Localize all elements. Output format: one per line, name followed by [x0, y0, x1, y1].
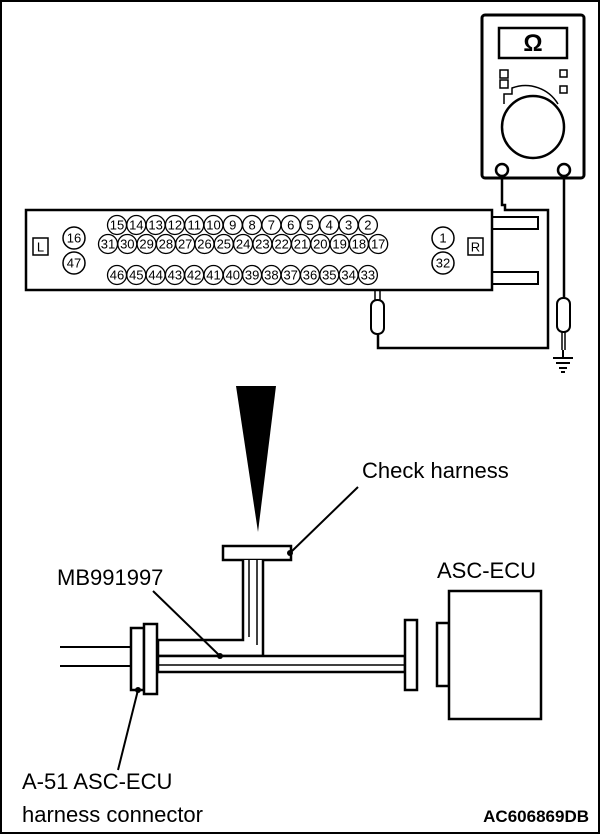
connector-tab-lower [492, 271, 539, 285]
pin-43: 43 [168, 268, 182, 283]
pin-17: 17 [371, 237, 385, 252]
multimeter-display [497, 26, 569, 60]
label-harness-line2: harness connector [22, 802, 203, 827]
check-harness-plate [221, 544, 293, 562]
adapter-main-harness [156, 654, 407, 674]
label-asc-ecu: ASC-ECU [437, 558, 536, 583]
pin-10: 10 [206, 218, 220, 233]
pin-46: 46 [110, 268, 124, 283]
pin-22: 22 [274, 237, 288, 252]
pin-24: 24 [236, 237, 250, 252]
vehicle-harness-wires [60, 646, 131, 667]
ohm-symbol: Ω [523, 30, 542, 57]
pin-38: 38 [264, 268, 278, 283]
pin-11: 11 [187, 218, 201, 233]
pin-19: 19 [332, 237, 346, 252]
pin-44: 44 [148, 268, 162, 283]
pin-1: 1 [439, 231, 446, 246]
multimeter: Ω [480, 13, 586, 180]
leader-lines [117, 486, 359, 771]
leader-harness-connector [117, 689, 139, 771]
pin-socket [368, 233, 389, 255]
test-leads [376, 176, 566, 350]
pin-26: 26 [197, 237, 211, 252]
pin-socket [357, 214, 379, 236]
multimeter-indicator [559, 85, 568, 94]
label-harness-line1: A-51 ASC-ECU [22, 769, 172, 794]
probe-jack-right [556, 162, 572, 178]
check-harness-adapter [129, 544, 419, 696]
pin-16: 16 [67, 231, 81, 246]
pin-18: 18 [352, 237, 366, 252]
pin-7: 7 [268, 218, 275, 233]
pin-32: 32 [436, 256, 450, 271]
harness-connector-right [403, 618, 419, 692]
pin-9: 9 [229, 218, 236, 233]
label-check-harness: Check harness [362, 458, 509, 483]
label-adapter: MB991997 [57, 565, 163, 590]
selector-dial [500, 94, 566, 160]
pin-30: 30 [120, 237, 134, 252]
probe-jack-left [494, 162, 510, 178]
pin-27: 27 [178, 237, 192, 252]
harness-connector-left [129, 626, 146, 692]
pin-45: 45 [129, 268, 143, 283]
pin-row-bottom: 46 45 44 43 42 41 40 39 38 37 36 35 34 33 [106, 264, 379, 286]
pin-socket [357, 264, 379, 286]
pin-21: 21 [294, 237, 308, 252]
pin-33: 33 [361, 268, 375, 283]
figure-code: AC606869DB [483, 807, 589, 826]
adapter-branch [156, 560, 265, 658]
leader-adapter [152, 590, 221, 657]
left-marker: L [37, 240, 44, 255]
right-marker: R [471, 240, 480, 255]
pin-23: 23 [255, 237, 269, 252]
lead-left [376, 176, 550, 350]
pin-13: 13 [148, 218, 162, 233]
pin-2: 2 [364, 218, 371, 233]
pin-row-middle: 31 30 29 28 27 26 25 24 23 22 21 20 19 18 17 [97, 233, 389, 255]
pin-41: 41 [206, 268, 220, 283]
pin-25: 25 [217, 237, 231, 252]
pin-12: 12 [168, 218, 182, 233]
leader-check-harness [289, 486, 359, 554]
down-arrow [236, 386, 276, 532]
pin-39: 39 [245, 268, 259, 283]
pin-3: 3 [345, 218, 352, 233]
ground-icon [553, 357, 573, 373]
pin-4: 4 [326, 218, 333, 233]
pin-37: 37 [283, 268, 297, 283]
pin-47: 47 [67, 256, 81, 271]
multimeter-indicator [499, 69, 509, 79]
pin-40: 40 [226, 268, 240, 283]
pin-15: 15 [110, 218, 124, 233]
probe-ground [556, 297, 571, 358]
multimeter-indicator [559, 69, 568, 78]
pin-8: 8 [248, 218, 255, 233]
pin-35: 35 [322, 268, 336, 283]
pin-5: 5 [306, 218, 313, 233]
pin-34: 34 [341, 268, 355, 283]
pin-6: 6 [287, 218, 294, 233]
asc-ecu-unit [435, 589, 543, 721]
pin-36: 36 [303, 268, 317, 283]
connector-tab-upper [492, 216, 539, 230]
pin-31: 31 [101, 237, 115, 252]
multimeter-indicator [499, 79, 509, 89]
pin-28: 28 [159, 237, 173, 252]
pin-42: 42 [187, 268, 201, 283]
left-marker-box [32, 237, 49, 256]
pin-20: 20 [313, 237, 327, 252]
pin-14: 14 [129, 218, 143, 233]
range-scale-arc [503, 84, 559, 105]
pin-29: 29 [139, 237, 153, 252]
right-marker-box [467, 237, 484, 256]
